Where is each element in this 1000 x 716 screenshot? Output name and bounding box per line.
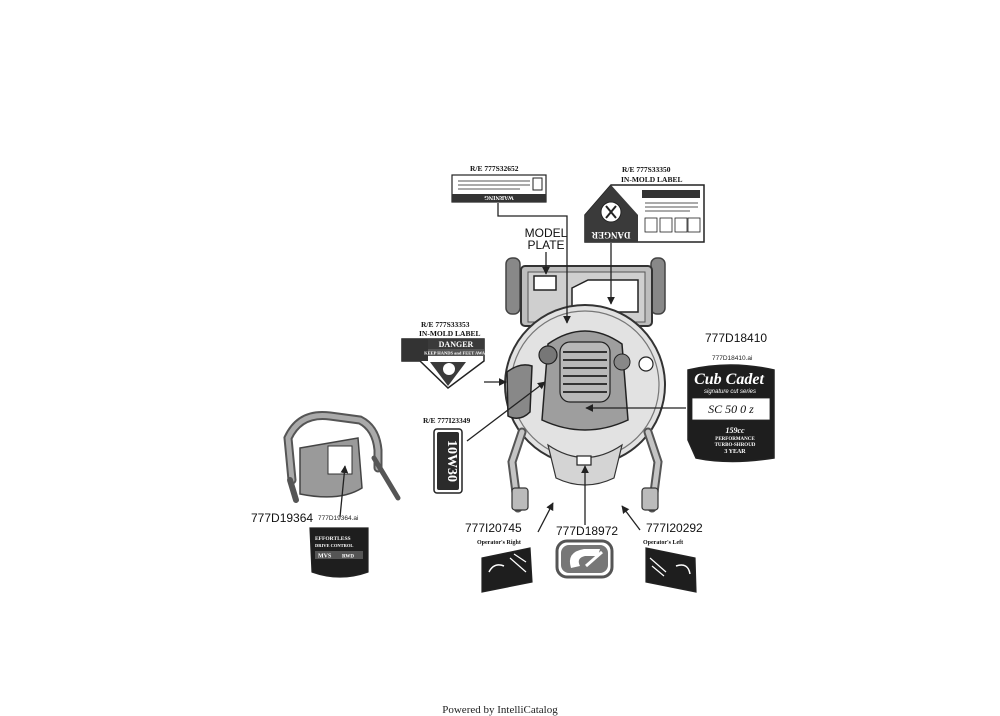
side-danger-label-in-mold: IN-MOLD LABEL [419,329,480,338]
cub-cadet-engine-line1: PERFORMANCE [715,437,755,442]
operator-left-caption: Operator's Left [643,540,683,546]
side-danger-keep-hands: KEEP HANDS and FEET AWAY [424,351,489,356]
oil-label-ref: R/E 777I23349 [423,416,471,425]
footer-credit: Powered by IntelliCatalog [442,704,558,716]
cub-cadet-label: 777D18410 777D18410.ai Cub Cadet signatu… [687,331,775,463]
cub-cadet-ai-file: 777D18410.ai [712,355,752,362]
danger-label-word: DANGER [591,230,631,240]
cub-cadet-warranty: 3 YEAR [724,449,746,455]
oil-label-text: 10W30 [444,440,459,482]
warning-label-word: WARNING [484,194,514,200]
cub-cadet-model-code: SC 50 0 z [708,402,754,416]
danger-label-in-mold: IN-MOLD LABEL [621,175,682,184]
drive-control-line3: MVS [318,554,332,560]
model-plate-label-line2: PLATE [527,238,564,252]
cub-cadet-part-number: 777D18410 [705,331,767,345]
model-plate-label-line1: MODEL [525,226,568,240]
cub-cadet-engine-cc: 159cc [725,426,745,435]
drive-control-part-number: 777D19364 [251,511,313,525]
side-danger-word: DANGER [439,340,474,349]
drive-control-line1: EFFORTLESS [315,536,351,542]
operator-right-part-number: 777I20745 [465,521,522,535]
drive-control-label: 777D19364 777D19364.ai EFFORTLESS DRIVE … [251,511,369,578]
operator-right-label: 777I20745 Operator's Right [465,521,533,593]
drive-control-line4: RWD [342,555,354,560]
leader-lines [339,203,686,533]
operator-left-part-number: 777I20292 [646,521,703,535]
operator-left-label: 777I20292 Operator's Left [643,521,703,593]
warning-label: R/E 777S32652 WARNING [451,164,547,203]
mower-illustration [504,257,666,513]
danger-label: R/E 777S33350 IN-MOLD LABEL DANGER [584,165,705,243]
danger-label-ref: R/E 777S33350 [622,165,671,174]
drive-control-ai-file: 777D19364.ai [318,515,358,522]
oil-label: R/E 777I23349 10W30 [423,416,471,494]
side-danger-label: R/E 777S33353 IN-MOLD LABEL DANGER KEEP … [401,320,489,389]
drive-control-line2: DRIVE CONTROL [315,543,353,548]
handle-illustration [283,410,401,503]
cub-cadet-engine-line2: TURBO-SHROUD [715,443,756,448]
operator-right-caption: Operator's Right [477,540,521,546]
cub-cadet-series: signature cut series [704,389,756,395]
center-logo-label: 777D18972 [555,524,618,579]
side-danger-label-ref: R/E 777S33353 [421,320,470,329]
center-logo-part-number: 777D18972 [556,524,618,538]
warning-label-ref: R/E 777S32652 [470,164,519,173]
cub-cadet-brand: Cub Cadet [694,371,764,388]
